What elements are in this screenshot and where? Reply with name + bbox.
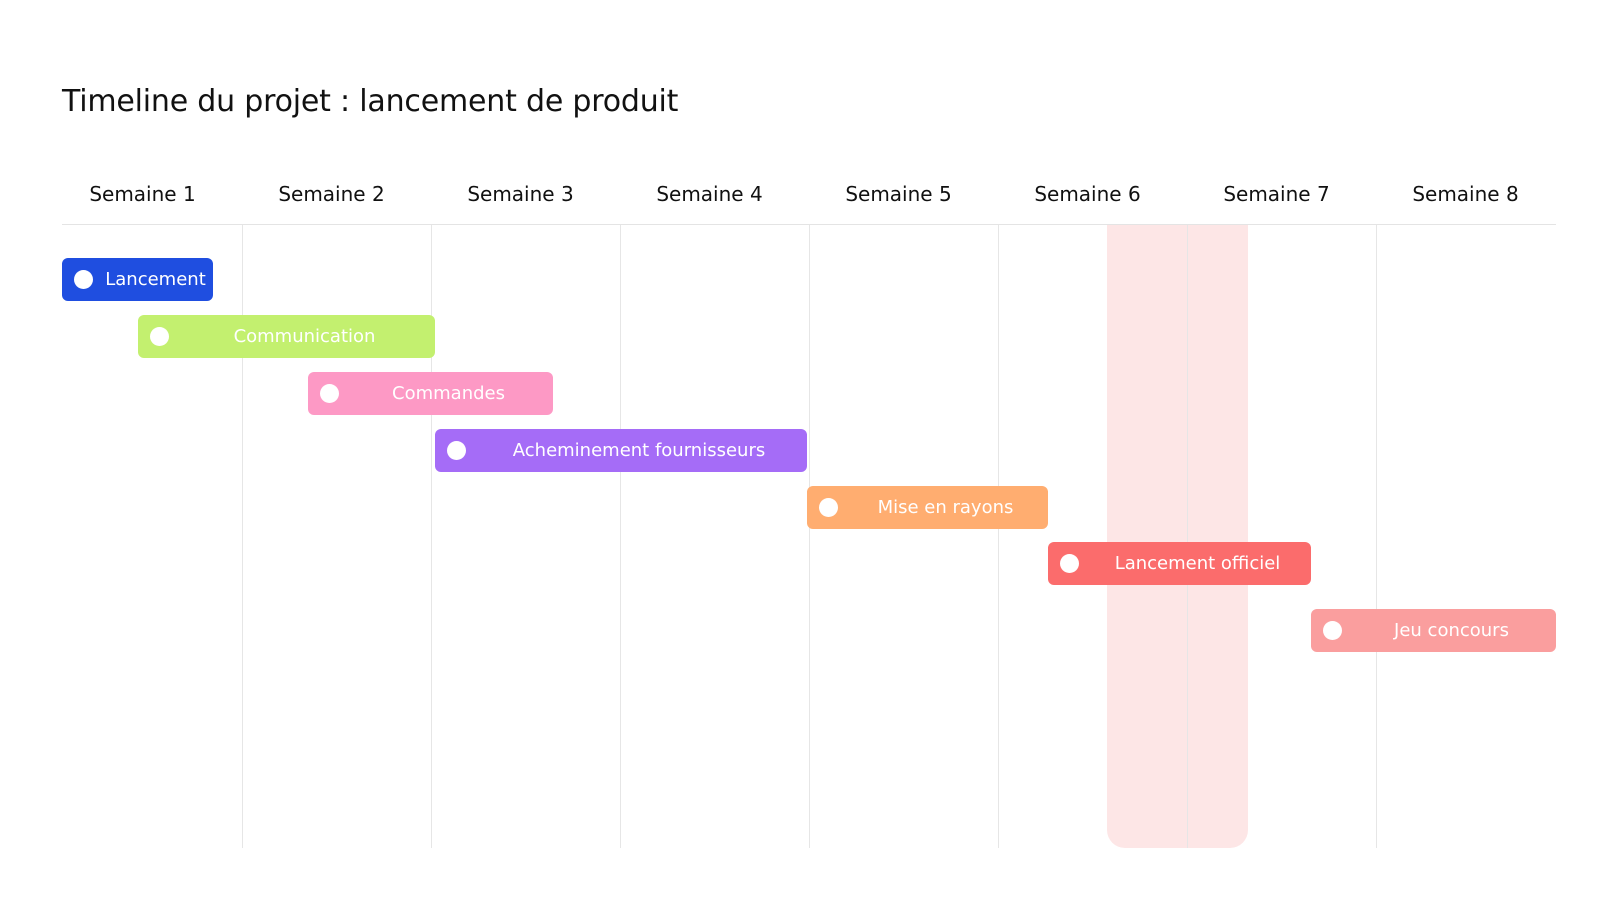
week-header-1: Semaine 1 <box>89 182 196 206</box>
task-dot-icon <box>447 441 466 460</box>
grid-line <box>620 225 621 848</box>
week-header-2: Semaine 2 <box>278 182 385 206</box>
task-dot-icon <box>1060 554 1079 573</box>
task-label: Lancement officiel <box>1114 553 1281 574</box>
task-dot-icon <box>74 270 93 289</box>
task-label: Acheminement fournisseurs <box>512 440 766 461</box>
grid-line <box>431 225 432 848</box>
task-bar-communication[interactable]: Communication <box>138 315 435 358</box>
task-label: Communication <box>233 326 376 347</box>
page-title: Timeline du projet : lancement de produi… <box>62 84 679 119</box>
week-header-6: Semaine 6 <box>1034 182 1141 206</box>
task-dot-icon <box>1323 621 1342 640</box>
task-bar-lancement-officiel[interactable]: Lancement officiel <box>1048 542 1311 585</box>
task-dot-icon <box>150 327 169 346</box>
task-label: Jeu concours <box>1394 620 1509 641</box>
task-bar-jeu-concours[interactable]: Jeu concours <box>1311 609 1556 652</box>
grid-line <box>998 225 999 848</box>
header-divider <box>62 224 1556 225</box>
task-dot-icon <box>320 384 339 403</box>
grid-line <box>242 225 243 848</box>
launch-period-highlight <box>1107 225 1248 848</box>
task-bar-mise-en-rayons[interactable]: Mise en rayons <box>807 486 1048 529</box>
grid-line <box>1376 225 1377 848</box>
week-header-3: Semaine 3 <box>467 182 574 206</box>
week-header-8: Semaine 8 <box>1412 182 1519 206</box>
task-label: Commandes <box>392 383 505 404</box>
week-header-7: Semaine 7 <box>1223 182 1330 206</box>
task-bar-acheminement[interactable]: Acheminement fournisseurs <box>435 429 807 472</box>
task-label: Mise en rayons <box>877 497 1014 518</box>
week-header-5: Semaine 5 <box>845 182 952 206</box>
grid-line <box>1187 225 1188 848</box>
task-dot-icon <box>819 498 838 517</box>
week-header-4: Semaine 4 <box>656 182 763 206</box>
task-bar-lancement[interactable]: Lancement <box>62 258 213 301</box>
task-bar-commandes[interactable]: Commandes <box>308 372 553 415</box>
grid-line <box>809 225 810 848</box>
task-label: Lancement <box>105 269 206 290</box>
